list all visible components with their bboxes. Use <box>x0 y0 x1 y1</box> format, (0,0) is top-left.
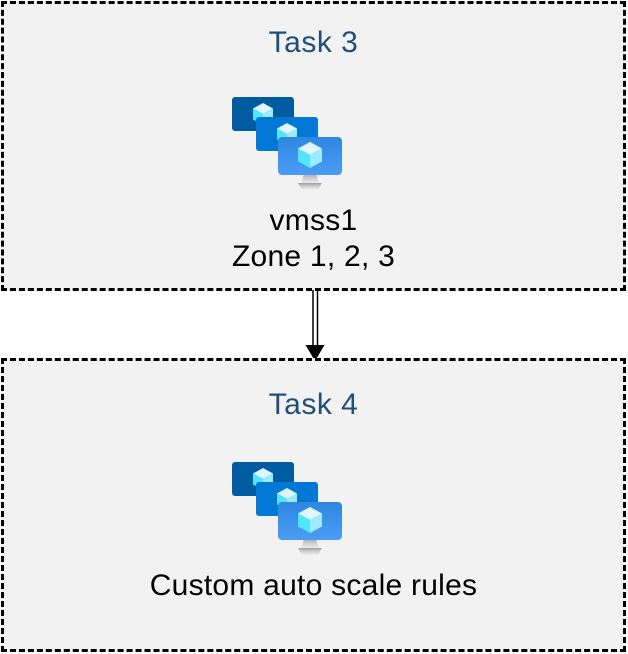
node-title: Task 4 <box>268 388 359 421</box>
flow-arrow-icon <box>305 290 325 361</box>
node-label: vmss1 <box>269 204 358 237</box>
node-title: Task 3 <box>268 26 359 59</box>
node-label: Zone 1, 2, 3 <box>231 240 396 273</box>
node-labels: Custom auto scale rules <box>4 568 623 604</box>
node-task3: Task 3 vmss1 Zone 1, 2, 3 <box>1 1 626 291</box>
node-label: Custom auto scale rules <box>149 569 478 602</box>
node-labels: vmss1 Zone 1, 2, 3 <box>4 203 623 275</box>
vm-scale-sets-icon <box>232 97 342 190</box>
node-task4: Task 4 Custom auto scale rules <box>1 358 626 652</box>
vm-scale-sets-icon <box>232 462 342 555</box>
